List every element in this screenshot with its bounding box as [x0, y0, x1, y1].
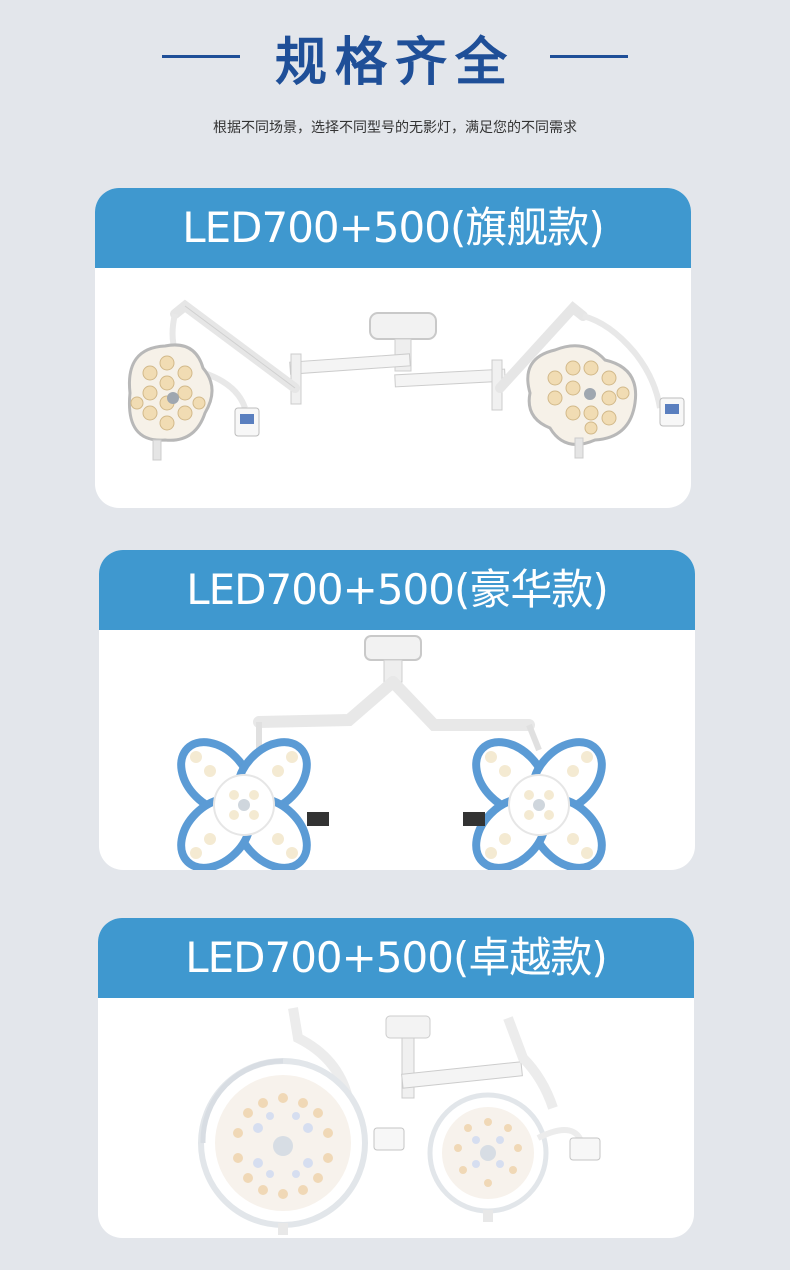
page-subtitle: 根据不同场景，选择不同型号的无影灯，满足您的不同需求	[213, 120, 577, 136]
luxury-surgical-light-icon	[99, 630, 695, 870]
page-header: 规格齐全 根据不同场景，选择不同型号的无影灯，满足您的不同需求	[0, 0, 790, 150]
product-label-excellence: LED700+500(卓越款)	[98, 918, 694, 998]
page-title: 规格齐全	[274, 33, 515, 93]
excellence-surgical-light-icon	[98, 998, 694, 1238]
flagship-surgical-light-icon	[95, 268, 691, 508]
product-card-luxury: LED700+500(豪华款)	[99, 550, 695, 870]
product-card-excellence: LED700+500(卓越款)	[98, 918, 694, 1238]
title-decor-line-right	[550, 55, 628, 58]
title-decor-line-left	[162, 55, 240, 58]
product-card-flagship: LED700+500(旗舰款)	[95, 188, 691, 508]
product-label-luxury: LED700+500(豪华款)	[99, 550, 695, 630]
product-label-flagship: LED700+500(旗舰款)	[95, 188, 691, 268]
